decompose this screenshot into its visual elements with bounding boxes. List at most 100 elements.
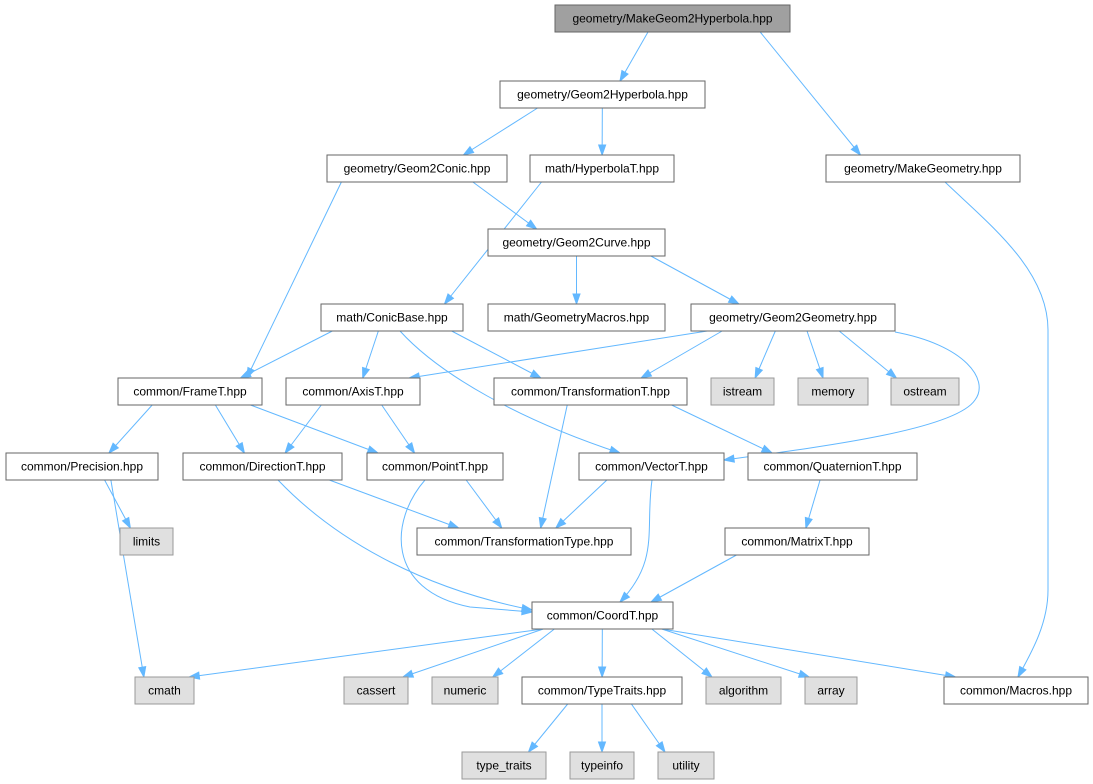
edge-root-to-geom2hyperbola: [619, 31, 649, 83]
node-direction-t[interactable]: common/DirectionT.hpp: [182, 452, 343, 481]
node-label: numeric: [444, 684, 487, 698]
node-label: utility: [672, 759, 699, 773]
edge-geom2geometry-to-ostream: [838, 330, 898, 379]
edge-coordt-to-typetraits: [597, 628, 607, 679]
node-precision[interactable]: common/Precision.hpp: [5, 452, 159, 481]
edge-geom2conic-to-framet: [246, 181, 342, 380]
node-label: math/ConicBase.hpp: [336, 311, 448, 325]
node-istream[interactable]: istream: [710, 377, 775, 406]
edge-coordt-to-cmath: [187, 628, 544, 680]
node-utility[interactable]: utility: [657, 751, 715, 780]
edge-geom2curve-to-geom2geometry: [650, 255, 741, 305]
node-label: typeinfo: [581, 759, 623, 773]
node-label: memory: [811, 385, 854, 399]
node-geom2-geometry[interactable]: geometry/Geom2Geometry.hpp: [690, 303, 896, 332]
node-cassert[interactable]: cassert: [343, 676, 409, 705]
node-label: geometry/MakeGeometry.hpp: [844, 162, 1002, 176]
node-label: math/HyperbolaT.hpp: [545, 162, 659, 176]
edge-transformationt-to-quaterniont: [671, 404, 774, 454]
node-cmath[interactable]: cmath: [134, 676, 195, 705]
edge-pointt-to-transformationtype: [465, 479, 503, 530]
edge-framet-to-precision: [107, 404, 153, 455]
node-label: geometry/Geom2Hyperbola.hpp: [517, 88, 688, 102]
edge-makegeometry-to-macros: [944, 181, 1049, 679]
edge-quaterniont-to-matrixt: [804, 479, 821, 530]
node-geom2-conic[interactable]: geometry/Geom2Conic.hpp: [326, 154, 508, 183]
node-label: cassert: [357, 684, 396, 698]
edge-geom2hyperbola-to-hyperbolat: [597, 107, 607, 157]
edge-precision-to-cmath: [110, 479, 147, 679]
node-label: common/CoordT.hpp: [547, 609, 659, 623]
node-label: common/Precision.hpp: [21, 460, 143, 474]
node-transformation-type[interactable]: common/TransformationType.hpp: [416, 527, 632, 556]
node-label: common/TransformationT.hpp: [511, 385, 670, 399]
node-coord-t[interactable]: common/CoordT.hpp: [531, 601, 674, 630]
edge-geom2geometry-to-memory: [806, 330, 824, 380]
node-quaternion-t[interactable]: common/QuaternionT.hpp: [747, 452, 918, 481]
node-label: cmath: [148, 684, 181, 698]
node-array[interactable]: array: [804, 676, 858, 705]
edge-geom2geometry-to-istream: [754, 330, 776, 380]
node-limits[interactable]: limits: [119, 527, 174, 556]
node-algorithm[interactable]: algorithm: [705, 676, 782, 705]
edge-coordt-to-cassert: [401, 628, 544, 678]
edge-vectort-to-coordt: [618, 479, 653, 604]
edge-geom2conic-to-geom2curve: [472, 181, 538, 230]
node-geom2-hyperbola[interactable]: geometry/Geom2Hyperbola.hpp: [499, 80, 706, 109]
edge-geom2geometry-to-transformationt: [639, 330, 723, 379]
node-numeric[interactable]: numeric: [431, 676, 499, 705]
node-type-traits[interactable]: type_traits: [461, 751, 547, 780]
edge-root-to-makegeometry: [759, 31, 862, 157]
edge-axist-to-directiont: [284, 404, 322, 455]
node-transformation-t[interactable]: common/TransformationT.hpp: [493, 377, 688, 406]
edge-coordt-to-numeric: [491, 628, 555, 678]
node-vector-t[interactable]: common/VectorT.hpp: [578, 452, 725, 481]
node-label: limits: [133, 535, 160, 549]
node-conic-base[interactable]: math/ConicBase.hpp: [320, 303, 464, 332]
edge-pointt-to-coordt: [400, 479, 534, 616]
edge-geom2geometry-to-vectort: [722, 331, 980, 463]
node-memory[interactable]: memory: [797, 377, 869, 406]
edge-framet-to-pointt: [250, 404, 380, 454]
node-type-traits-hpp[interactable]: common/TypeTraits.hpp: [521, 676, 683, 705]
node-hyperbola-t[interactable]: math/HyperbolaT.hpp: [529, 154, 675, 183]
node-ostream[interactable]: ostream: [890, 377, 960, 406]
node-geometry-macros[interactable]: math/GeometryMacros.hpp: [487, 303, 666, 332]
edge-coordt-to-array: [661, 628, 811, 678]
node-macros[interactable]: common/Macros.hpp: [943, 676, 1089, 705]
node-label: array: [817, 684, 844, 698]
node-label: geometry/Geom2Curve.hpp: [502, 236, 650, 250]
node-label: geometry/Geom2Geometry.hpp: [709, 311, 877, 325]
node-matrix-t[interactable]: common/MatrixT.hpp: [724, 527, 870, 556]
node-label: common/TransformationType.hpp: [435, 535, 614, 549]
edge-precision-to-limits: [104, 479, 132, 530]
edge-geom2curve-to-geometrymacros: [572, 256, 581, 306]
node-axis-t[interactable]: common/AxisT.hpp: [285, 377, 421, 406]
node-label: ostream: [903, 385, 946, 399]
node-label: type_traits: [476, 759, 531, 773]
edge-transformationt-to-transformationtype: [538, 404, 568, 530]
node-label: istream: [723, 385, 762, 399]
node-make-geom2-hyperbola[interactable]: geometry/MakeGeom2Hyperbola.hpp: [554, 4, 791, 33]
node-label: common/Macros.hpp: [960, 684, 1072, 698]
node-label: algorithm: [719, 684, 768, 698]
node-label: math/GeometryMacros.hpp: [504, 311, 650, 325]
edge-directiont-to-transformationtype: [329, 479, 461, 529]
node-typeinfo[interactable]: typeinfo: [569, 751, 635, 780]
edge-framet-to-directiont: [214, 404, 246, 455]
edge-axist-to-pointt: [381, 404, 416, 455]
node-label: geometry/MakeGeom2Hyperbola.hpp: [572, 12, 772, 26]
node-geom2-curve[interactable]: geometry/Geom2Curve.hpp: [487, 228, 666, 257]
node-label: common/FrameT.hpp: [133, 385, 247, 399]
node-label: common/AxisT.hpp: [302, 385, 404, 399]
edges-layer: [104, 31, 1049, 754]
node-point-t[interactable]: common/PointT.hpp: [366, 452, 504, 481]
node-label: common/TypeTraits.hpp: [538, 684, 667, 698]
node-make-geometry[interactable]: geometry/MakeGeometry.hpp: [825, 154, 1021, 183]
node-label: common/MatrixT.hpp: [741, 535, 853, 549]
node-label: common/DirectionT.hpp: [199, 460, 325, 474]
node-frame-t[interactable]: common/FrameT.hpp: [117, 377, 263, 406]
edge-geom2hyperbola-to-geom2conic: [462, 107, 538, 156]
node-label: common/PointT.hpp: [382, 460, 488, 474]
